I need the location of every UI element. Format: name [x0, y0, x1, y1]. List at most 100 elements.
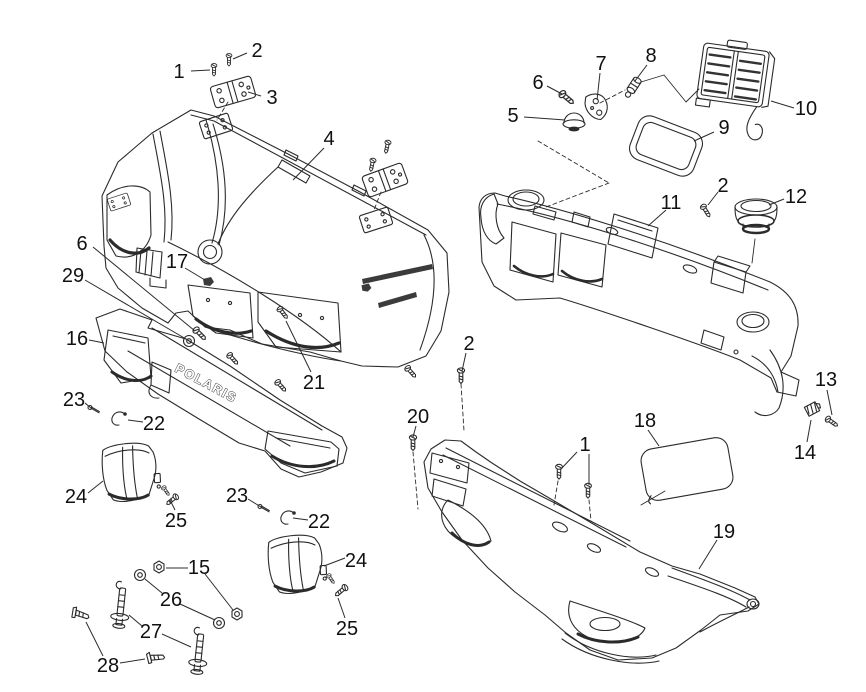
leader-line	[693, 131, 715, 142]
leader-line	[826, 389, 833, 416]
callout-10: 10	[770, 98, 817, 120]
callout-21: 21	[285, 320, 325, 394]
clip-icon	[202, 276, 215, 287]
part-access-panel	[640, 437, 734, 505]
leader-line	[698, 539, 718, 570]
callout-3: 3	[247, 87, 278, 109]
screw-icon	[408, 434, 418, 452]
callout-number: 5	[507, 105, 518, 127]
clip-icon	[361, 283, 372, 293]
callout-11: 11	[647, 192, 682, 227]
callout-29: 29	[62, 265, 187, 340]
hook-clip-icon	[111, 411, 128, 426]
part-bumper-post	[109, 580, 133, 630]
hook-clip-icon	[280, 510, 297, 525]
leader-line	[806, 419, 812, 443]
part-lower-panel	[423, 439, 760, 664]
callout-25: 25	[165, 499, 187, 532]
callout-17: 17	[166, 251, 206, 281]
callout-22: 22	[127, 413, 165, 435]
leader-line	[88, 339, 105, 344]
callout-number: 11	[661, 192, 682, 214]
callout-number: 9	[718, 117, 729, 139]
callout-number: 6	[76, 233, 87, 255]
callout-9: 9	[693, 117, 730, 142]
washer-icon	[212, 616, 226, 630]
leader-line	[127, 419, 144, 423]
callout-22: 22	[292, 511, 330, 533]
part-bumper-knob	[562, 112, 586, 132]
leader-line	[412, 425, 417, 438]
callout-2: 2	[707, 175, 729, 206]
nut-icon	[231, 607, 243, 621]
callout-number: 15	[188, 557, 210, 579]
part-retainer-clip	[803, 401, 822, 417]
callout-23: 23	[63, 389, 93, 411]
callout-number: 10	[795, 98, 817, 120]
callout-number: 3	[266, 87, 277, 109]
leader-line	[707, 191, 719, 206]
callout-6: 6	[532, 72, 563, 95]
washer-icon	[133, 568, 147, 582]
callout-number: 29	[62, 265, 84, 287]
callout-number: 12	[785, 186, 807, 208]
leader-line	[190, 69, 211, 72]
callout-number: 24	[345, 550, 367, 572]
leader-line	[647, 209, 667, 227]
screw-icon	[273, 377, 289, 394]
leader-line	[292, 517, 309, 521]
screw-icon	[382, 139, 392, 155]
callout-2: 2	[461, 333, 475, 372]
leader-line	[169, 499, 176, 511]
grille-hook	[746, 106, 763, 141]
callout-number: 2	[717, 175, 728, 197]
callout-5: 5	[507, 105, 566, 127]
callout-19: 19	[698, 521, 735, 570]
callout-26: 26	[144, 578, 216, 621]
leader-line	[204, 573, 234, 611]
screw-icon	[325, 572, 337, 586]
dash-gauge-hole	[507, 189, 545, 211]
leader-line	[85, 621, 104, 657]
callout-number: 26	[160, 589, 182, 611]
screw-icon	[367, 157, 377, 173]
hood-side-slat	[378, 292, 417, 308]
callout-7: 7	[595, 53, 607, 101]
callout-number: 28	[97, 655, 119, 677]
screw-icon	[698, 202, 713, 219]
leader-line	[634, 64, 648, 82]
alignment-lines	[216, 89, 626, 522]
screw-icon	[557, 88, 577, 107]
leader-line	[184, 267, 206, 281]
part-dash-panel	[478, 189, 800, 417]
callout-23: 23	[226, 485, 262, 508]
part-hinge-plate	[360, 161, 410, 199]
leader-line	[461, 352, 467, 372]
leader-line	[92, 246, 196, 332]
nut-icon	[153, 560, 165, 574]
callout-number: 4	[323, 128, 334, 150]
screw-icon	[823, 414, 840, 430]
callout-number: 1	[579, 434, 590, 456]
leader-line	[323, 557, 346, 567]
callout-number: 24	[65, 486, 87, 508]
callout-12: 12	[768, 186, 807, 208]
leader-line	[546, 85, 563, 95]
screw-icon	[70, 605, 92, 623]
hood-right-recess	[257, 291, 342, 353]
hood-step-bracket	[135, 247, 163, 279]
hood-side-pocket	[106, 185, 152, 258]
leader-line	[770, 100, 795, 109]
fascia-right-pocket	[264, 430, 340, 474]
leader-line	[84, 402, 93, 410]
callout-16: 16	[66, 328, 105, 350]
part-latch-plate	[584, 93, 608, 121]
callout-6: 6	[76, 233, 196, 332]
leader-line	[523, 116, 566, 121]
leader-line	[119, 658, 146, 664]
callout-number: 1	[173, 61, 184, 83]
hood-side-slat	[362, 264, 433, 284]
callout-1: 1	[560, 434, 591, 485]
callout-27: 27	[128, 614, 192, 648]
